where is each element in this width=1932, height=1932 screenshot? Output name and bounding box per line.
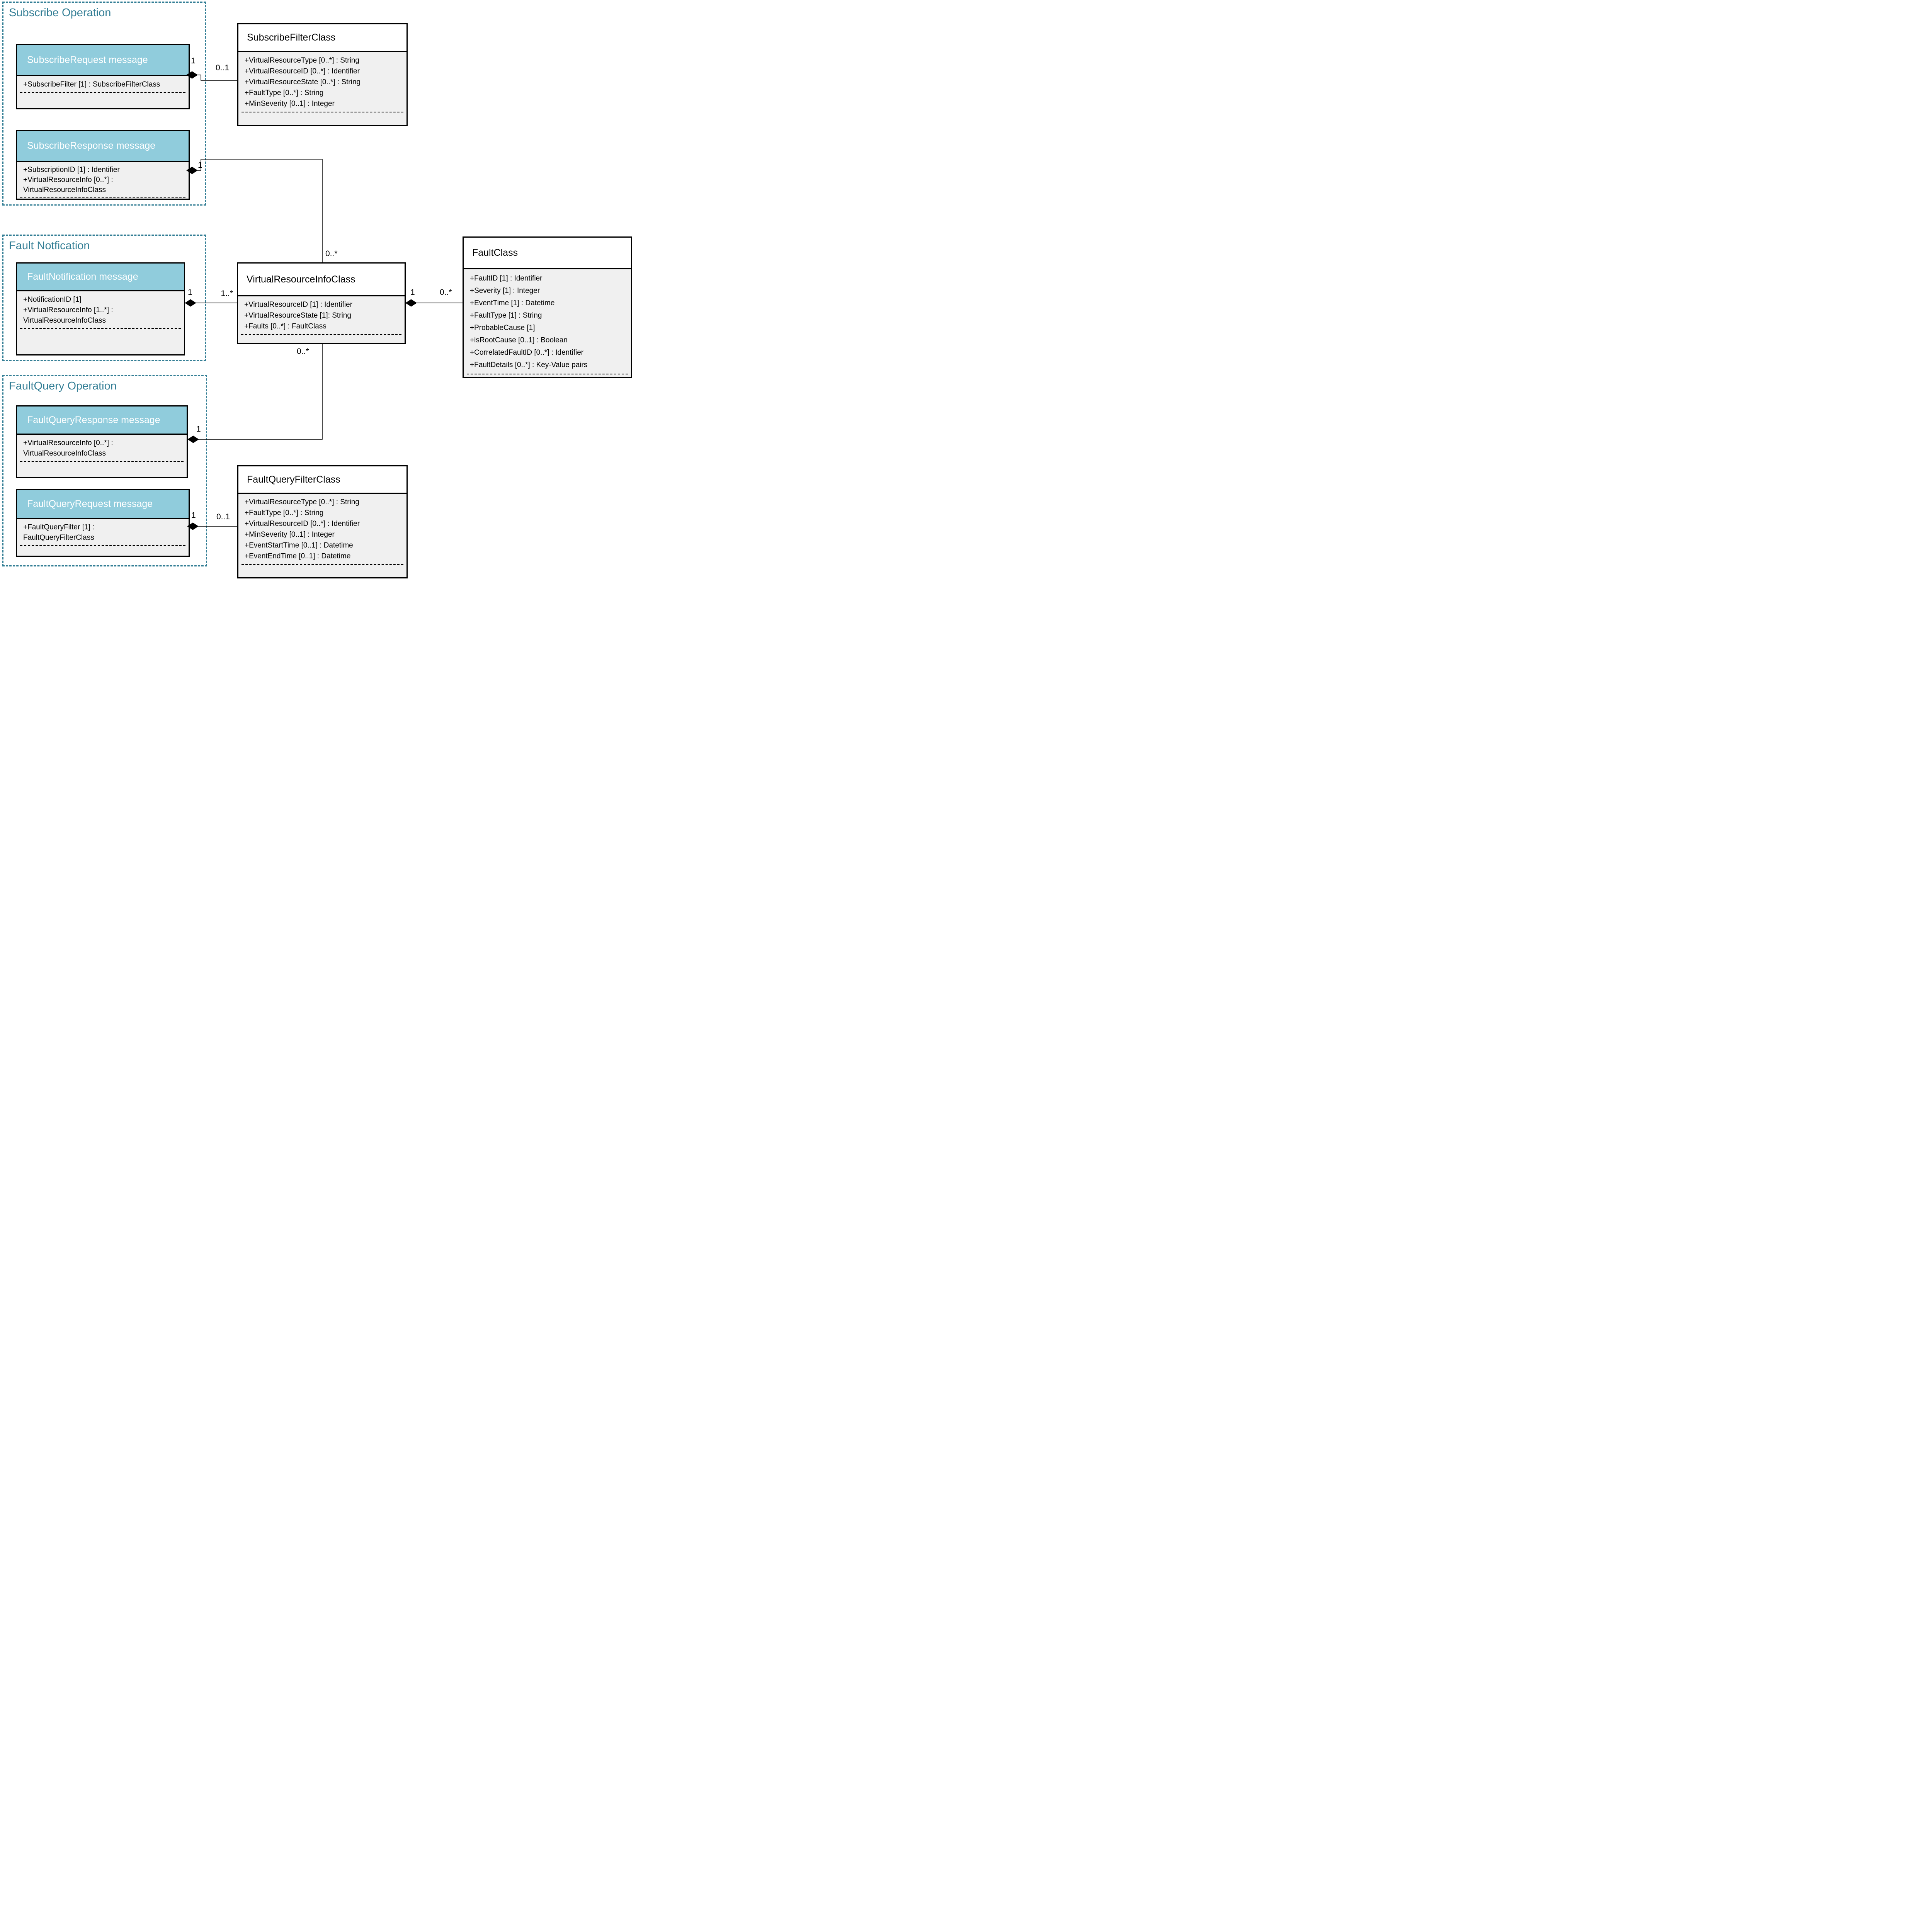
attribute: VirtualResourceInfoClass [23, 186, 106, 194]
connector-virtualresourceinfoclass-to-faultclass [405, 299, 463, 307]
group-title: Fault Notfication [9, 240, 90, 252]
attribute: +MinSeverity [0..1] : Integer [245, 531, 335, 539]
attribute: +VirtualResourceID [0..*] : Identifier [245, 67, 360, 75]
attribute: +isRootCause [0..1] : Boolean [470, 336, 568, 344]
class-header: SubscribeFilterClass [238, 24, 406, 52]
attribute: +Faults [0..*] : FaultClass [244, 322, 327, 330]
class-header: SubscribeResponse message [17, 131, 189, 162]
composition-diamond-icon [405, 299, 417, 307]
multiplicity-source: 1 [198, 161, 202, 170]
association-line [197, 159, 323, 262]
attribute: +VirtualResourceID [1] : Identifier [244, 301, 353, 309]
attribute: +FaultDetails [0..*] : Key-Value pairs [470, 361, 588, 369]
group-fault-notification: Fault Notfication [2, 235, 206, 361]
attribute: +EventEndTime [0..1] : Datetime [245, 552, 351, 560]
class-header: SubscribeRequest message [17, 45, 189, 76]
attribute: VirtualResourceInfoClass [23, 449, 106, 457]
attribute: +SubscribeFilter [1] : SubscribeFilterCl… [23, 80, 160, 88]
multiplicity-source: 1 [410, 288, 415, 297]
attribute: +VirtualResourceState [1]: String [244, 311, 351, 320]
multiplicity-target: 1..* [221, 289, 233, 298]
group-title: Subscribe Operation [9, 7, 111, 19]
attribute: +VirtualResourceID [0..*] : Identifier [245, 520, 360, 528]
attribute: +EventStartTime [0..1] : Datetime [245, 541, 353, 549]
attribute: +NotificationID [1] [23, 296, 82, 304]
multiplicity-target: 0..* [297, 347, 309, 356]
operations-separator [241, 334, 401, 335]
attribute: +EventTime [1] : Datetime [470, 299, 555, 307]
class-box-faultquery-filter-class: FaultQueryFilterClass +VirtualResourceTy… [237, 465, 408, 578]
multiplicity-source: 1 [196, 425, 201, 434]
attribute: +FaultID [1] : Identifier [470, 274, 543, 282]
group-subscribe-operation: Subscribe Operation [2, 2, 206, 206]
multiplicity-source: 1 [188, 288, 192, 297]
multiplicity-source: 1 [191, 511, 196, 520]
class-box-fault-notification: FaultNotification message +NotificationI… [16, 262, 185, 355]
operations-separator [20, 328, 181, 329]
class-box-virtual-resource-info-class: VirtualResourceInfoClass +VirtualResourc… [237, 262, 406, 344]
attribute: +FaultType [0..*] : String [245, 89, 324, 97]
attribute: +FaultType [1] : String [470, 311, 542, 320]
attribute: +SubscriptionID [1] : Identifier [23, 166, 120, 174]
attribute: +VirtualResourceInfo [0..*] : [23, 176, 113, 184]
operations-separator [20, 92, 185, 93]
multiplicity-target: 0..1 [216, 63, 230, 72]
class-box-fault-class: FaultClass +FaultID [1] : Identifier +Se… [463, 236, 632, 378]
multiplicity-target: 0..1 [216, 512, 230, 521]
group-title: FaultQuery Operation [9, 380, 117, 392]
class-box-subscribe-filter-class: SubscribeFilterClass +VirtualResourceTyp… [237, 23, 408, 126]
attribute: +Severity [1] : Integer [470, 287, 540, 295]
operations-separator [20, 545, 185, 546]
attribute: FaultQueryFilterClass [23, 534, 94, 542]
class-box-subscribe-response: SubscribeResponse message +SubscriptionI… [16, 130, 190, 200]
association-line [198, 344, 323, 440]
attribute: +VirtualResourceInfo [0..*] : [23, 439, 113, 447]
attribute: +FaultQueryFilter [1] : [23, 523, 95, 531]
attribute: +VirtualResourceType [0..*] : String [245, 498, 359, 506]
uml-class-diagram: Subscribe Operation Fault Notfication Fa… [0, 0, 633, 580]
attribute: +VirtualResourceType [0..*] : String [245, 56, 359, 65]
operations-separator [242, 564, 403, 565]
attribute: +MinSeverity [0..1] : Integer [245, 100, 335, 108]
attribute: +FaultType [0..*] : String [245, 509, 324, 517]
attribute: +CorrelatedFaultID [0..*] : Identifier [470, 349, 584, 357]
class-header: FaultQueryResponse message [17, 406, 187, 435]
attribute: +VirtualResourceState [0..*] : String [245, 78, 361, 86]
attribute: VirtualResourceInfoClass [23, 316, 106, 325]
operations-separator [20, 197, 185, 198]
connector-subscriberesponse-to-virtualresourceinfoclass [186, 159, 323, 262]
class-header: VirtualResourceInfoClass [238, 264, 405, 296]
class-header: FaultNotification message [17, 264, 184, 291]
class-header: FaultQueryRequest message [17, 490, 189, 519]
multiplicity-target: 0..* [325, 249, 338, 258]
operations-separator [20, 461, 184, 462]
class-box-faultquery-request: FaultQueryRequest message +FaultQueryFil… [16, 489, 190, 557]
class-header: FaultClass [464, 238, 631, 269]
attribute: +VirtualResourceInfo [1..*] : [23, 306, 113, 314]
class-box-faultquery-response: FaultQueryResponse message +VirtualResou… [16, 405, 188, 478]
connector-faultqueryresponse-to-virtualresourceinfoclass [187, 344, 323, 443]
class-box-subscribe-request: SubscribeRequest message +SubscribeFilte… [16, 44, 190, 109]
multiplicity-target: 0..* [440, 288, 452, 297]
class-header: FaultQueryFilterClass [238, 466, 406, 494]
group-faultquery-operation: FaultQuery Operation [2, 375, 207, 566]
attribute: +ProbableCause [1] [470, 324, 535, 332]
multiplicity-source: 1 [191, 56, 196, 65]
